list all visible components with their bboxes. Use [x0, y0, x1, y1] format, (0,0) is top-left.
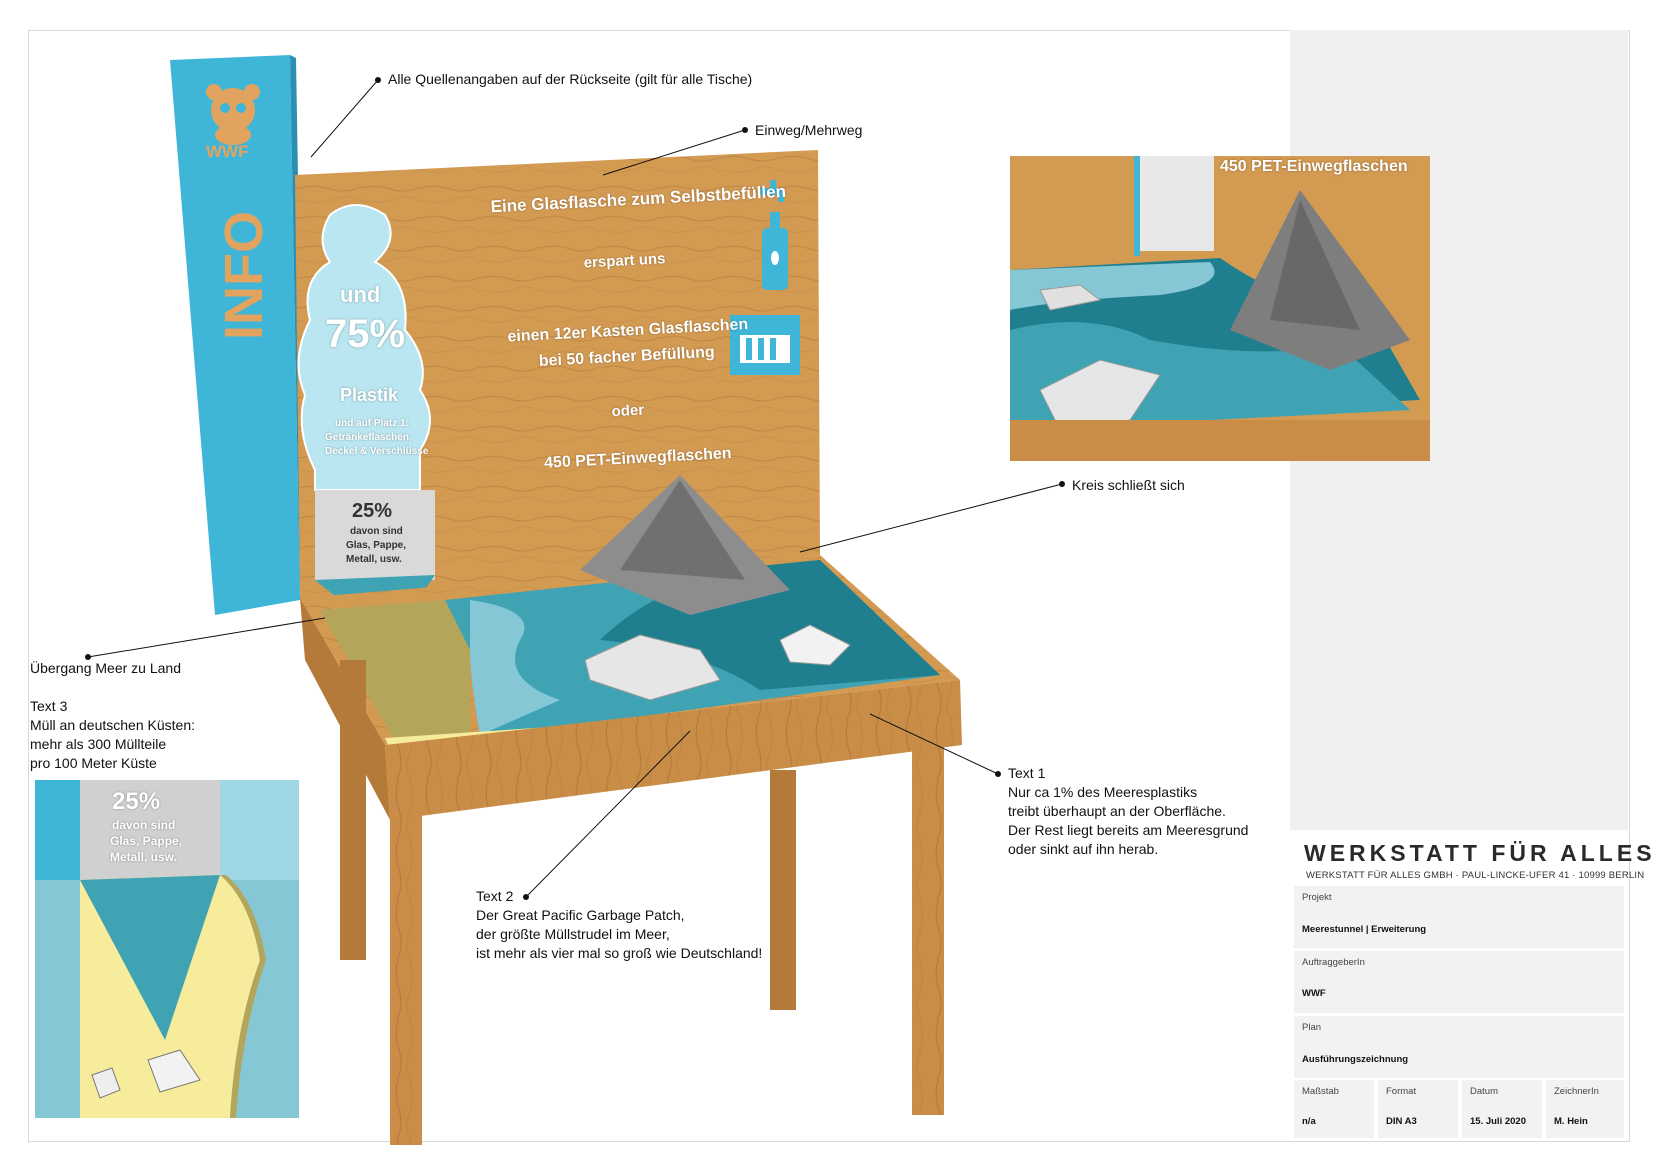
- leg-back-left: [340, 660, 366, 960]
- detail-stat-line: Glas, Pappe,: [110, 834, 183, 848]
- format-field: Format DIN A3: [1378, 1080, 1458, 1138]
- bottle-line: und: [340, 282, 381, 307]
- text3-line: Text 3: [30, 698, 68, 714]
- auftraggeber-label: AuftraggeberIn: [1302, 957, 1365, 968]
- garbage-patch-iceberg: [584, 634, 721, 701]
- text2-line: Der Great Pacific Garbage Patch,: [476, 907, 685, 923]
- leader-lines: [87, 79, 1063, 898]
- text1-line: Der Rest liegt bereits am Meeresgrund: [1008, 822, 1249, 838]
- glass-bottle-icon: [762, 212, 788, 290]
- plastic-bottle-shape: [297, 204, 431, 491]
- annotation-text3: Text 3 Müll an deutschen Küsten: mehr al…: [30, 697, 195, 773]
- projekt-label: Projekt: [1302, 892, 1332, 903]
- annotation-circle: Kreis schließt sich: [1072, 477, 1185, 493]
- info-label: INFO: [214, 211, 274, 340]
- zeichner-field: ZeichnerIn M. Hein: [1546, 1080, 1624, 1138]
- board-line: oder: [611, 401, 645, 421]
- datum-value: 15. Juli 2020: [1470, 1116, 1526, 1127]
- detail-header: 450 PET-Einwegflaschen: [1220, 158, 1408, 175]
- text2-line: Text 2: [476, 888, 514, 904]
- stat-25-line: davon sind: [350, 526, 403, 537]
- bottle-line: und auf Platz 1:: [335, 418, 409, 429]
- detail-stat-25: 25%: [112, 788, 161, 815]
- brand-address: WERKSTATT FÜR ALLES GMBH · PAUL-LINCKE-U…: [1306, 870, 1645, 881]
- format-label: Format: [1386, 1086, 1417, 1097]
- wwf-logo-text: WWF: [206, 142, 249, 161]
- stat-25-line: Glas, Pappe,: [346, 540, 407, 551]
- shallow-water: [470, 600, 560, 735]
- projekt-field: Projekt Meerestunnel | Erweiterung: [1294, 886, 1624, 948]
- plan-value: Ausführungszeichnung: [1302, 1054, 1409, 1065]
- bottle-line: Deckel & Verschlüsse: [325, 446, 429, 457]
- projekt-value: Meerestunnel | Erweiterung: [1302, 924, 1427, 935]
- detail-coast-image: [35, 780, 299, 1118]
- bottle-line: Plastik: [340, 385, 399, 405]
- auftraggeber-value: WWF: [1302, 988, 1326, 999]
- text1-line: treibt überhaupt an der Oberfläche.: [1008, 803, 1226, 819]
- leg-back-right: [770, 770, 796, 1010]
- massstab-value: n/a: [1302, 1116, 1316, 1127]
- tap-icon: [758, 180, 784, 202]
- annotation-sources: Alle Quellenangaben auf der Rückseite (g…: [388, 71, 753, 87]
- massstab-field: Maßstab n/a: [1294, 1080, 1374, 1138]
- zeichner-label: ZeichnerIn: [1554, 1086, 1599, 1097]
- zeichner-value: M. Hein: [1554, 1116, 1588, 1127]
- title-block: WERKSTATT FÜR ALLES WERKSTATT FÜR ALLES …: [1290, 830, 1652, 1140]
- table-apron: [385, 680, 962, 820]
- plan-field: Plan Ausführungszeichnung: [1294, 1016, 1624, 1078]
- text3-line: Müll an deutschen Küsten:: [30, 717, 195, 733]
- bottle-crate-icon: [730, 315, 800, 375]
- plan-label: Plan: [1302, 1022, 1322, 1033]
- detail-stat-line: Metall, usw.: [110, 850, 177, 864]
- annotation-reuse: Einweg/Mehrweg: [755, 122, 863, 138]
- detail-stat-line: davon sind: [112, 818, 176, 832]
- annotation-text2: Text 2 Der Great Pacific Garbage Patch, …: [476, 887, 762, 963]
- massstab-label: Maßstab: [1302, 1086, 1339, 1097]
- stat-25: 25%: [352, 500, 393, 522]
- format-value: DIN A3: [1386, 1116, 1417, 1127]
- annotation-transition: Übergang Meer zu Land: [30, 660, 181, 676]
- drawing-sheet: [28, 30, 1630, 1142]
- annotation-text1: Text 1 Nur ca 1% des Meeresplastiks trei…: [1008, 764, 1248, 859]
- auftraggeber-field: AuftraggeberIn WWF: [1294, 951, 1624, 1013]
- bottle-line: 75%: [325, 312, 406, 356]
- bottle-line: Getränkeflaschen,: [325, 432, 412, 443]
- leg-front-right: [912, 745, 944, 1115]
- datum-label: Datum: [1470, 1086, 1498, 1097]
- datum-field: Datum 15. Juli 2020: [1462, 1080, 1542, 1138]
- glass-stat-panel: [315, 490, 435, 580]
- text1-line: Nur ca 1% des Meeresplastiks: [1008, 784, 1198, 800]
- leg-front-left: [390, 815, 422, 1145]
- text2-line: ist mehr als vier mal so groß wie Deutsc…: [476, 945, 763, 961]
- floating-plastic-iceberg: [779, 624, 851, 666]
- sand-area: [320, 600, 470, 742]
- leader-dots: [85, 77, 1065, 900]
- panda-logo-icon: [206, 84, 260, 145]
- text1-line: oder sinkt auf ihn herab.: [1008, 841, 1159, 857]
- text3-line: mehr als 300 Müllteile: [30, 736, 167, 752]
- detail-pyramid-image: [1010, 156, 1430, 461]
- text3-line: pro 100 Meter Küste: [30, 755, 157, 771]
- text1-line: Text 1: [1008, 765, 1046, 781]
- text2-line: der größte Müllstrudel im Meer,: [476, 926, 670, 942]
- brand-name: WERKSTATT FÜR ALLES: [1304, 840, 1653, 866]
- stat-25-line: Metall, usw.: [346, 554, 402, 565]
